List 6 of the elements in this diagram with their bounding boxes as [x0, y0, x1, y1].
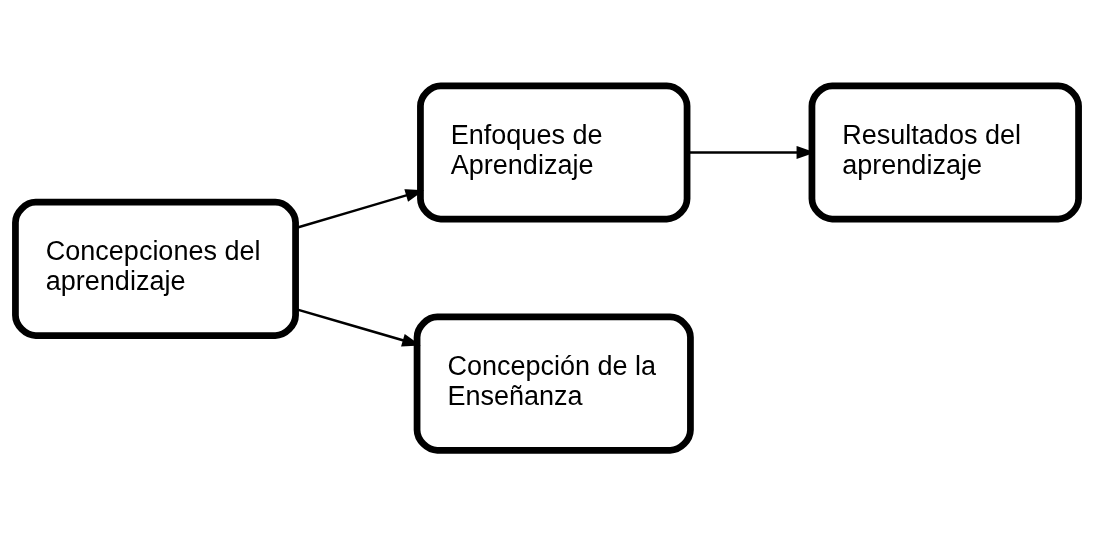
- arrow: [295, 307, 421, 347]
- node-box: Concepciones del aprendizaje: [12, 198, 299, 339]
- node-box: Concepción de la Enseñanza: [413, 313, 694, 454]
- arrow: [295, 189, 425, 230]
- node-box: Resultados del aprendizaje: [808, 82, 1082, 223]
- node-box: Enfoques de Aprendizaje: [417, 82, 691, 223]
